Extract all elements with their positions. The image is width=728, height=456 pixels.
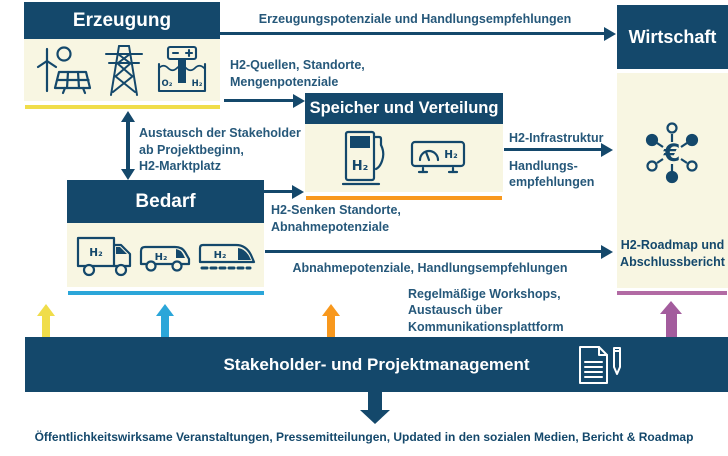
wirtschaft-box: Wirtschaft: [617, 5, 728, 69]
erzeugung-speicher-label: H2-Quellen, Standorte, Mengenpotenziale: [230, 58, 365, 89]
stakeholder-down-arrow: [368, 392, 382, 410]
h2-label: H₂: [89, 247, 103, 259]
erzeugung-speicher-arrow: [224, 99, 294, 102]
o2-label: O₂: [162, 79, 173, 89]
arrow-head-right-icon: [604, 26, 616, 41]
h2-train-icon: H₂: [198, 243, 255, 270]
stakeholder-bar: Stakeholder- und Projektmanagement: [25, 337, 728, 392]
erzeugung-title: Erzeugung: [72, 9, 172, 31]
electrolysis-icon: O₂ H₂: [157, 45, 207, 93]
bedarf-underline: [68, 291, 264, 295]
bedarf-speicher-label: H2-Senken Standorte, Abnahmepotenziale: [271, 203, 401, 234]
erzeugung-underline: [25, 105, 220, 109]
speicher-box: Speicher und Verteilung: [305, 93, 503, 124]
document-pencil-icon: [579, 346, 621, 384]
wind-turbine-solar-icon: [36, 46, 92, 95]
power-pylon-icon: [105, 45, 143, 96]
orange-up-arrow-head-icon: [322, 304, 340, 316]
arrow-head-right-icon: [601, 142, 613, 157]
arrow-head-right-icon: [293, 93, 305, 108]
bedarf-box: Bedarf: [67, 180, 264, 223]
bedarf-wirtschaft-arrow: [265, 250, 602, 253]
bedarf-wirtschaft-label: Abnahmepotenziale, Handlungsempfehlungen: [292, 261, 568, 275]
erzeugung-icon-panel: O₂ H₂: [24, 39, 220, 101]
euro-glyph: €: [663, 139, 681, 167]
stakeholder-title: Stakeholder- und Projektmanagement: [223, 354, 530, 374]
cyan-up-arrow-head-icon: [156, 304, 174, 316]
erzeugung-box: Erzeugung: [24, 2, 220, 39]
bedarf-icon-panel: H₂ H₂ H₂: [67, 223, 264, 287]
yellow-up-arrow-head-icon: [37, 304, 55, 316]
arrow-head-up-icon: [121, 111, 135, 122]
workshops-label: Regelmäßige Workshops, Austausch über Ko…: [408, 287, 564, 334]
erzeugung-wirtschaft-arrow: [220, 32, 604, 35]
h2-label: H₂: [213, 250, 226, 261]
speicher-underline: [306, 196, 502, 200]
h2-van-icon: H₂: [139, 245, 190, 272]
bedarf-speicher-arrow: [264, 190, 293, 193]
h2-gauge-icon: H₂: [410, 140, 466, 174]
speicher-icon-panel: H₂ H₂: [305, 124, 503, 192]
cyan-up-arrow: [161, 316, 169, 338]
h2-label: H₂: [352, 159, 369, 174]
orange-up-arrow: [327, 316, 335, 338]
arrow-head-right-icon: [601, 244, 613, 259]
arrow-head-down-icon: [121, 169, 135, 180]
erzeugung-bedarf-label: Austausch der Stakeholder ab Projektbegi…: [139, 126, 301, 173]
bedarf-title: Bedarf: [135, 190, 196, 212]
yellow-up-arrow: [42, 316, 50, 338]
h2-label: H₂: [192, 79, 203, 89]
wirtschaft-title: Wirtschaft: [628, 26, 717, 47]
purple-up-arrow-head-icon: [660, 301, 682, 314]
speicher-title: Speicher und Verteilung: [309, 99, 499, 117]
down-arrow-head-icon: [360, 410, 390, 424]
purple-up-arrow: [666, 314, 677, 338]
erzeugung-wirtschaft-label: Erzeugungspotenziale und Handlungsempfeh…: [258, 12, 572, 26]
h2-label: H₂: [154, 252, 167, 263]
speicher-wirtschaft-arrow: [504, 148, 602, 151]
euro-network-icon: €: [645, 122, 699, 184]
roadmap-label: H2-Roadmap und Abschlussbericht: [620, 238, 725, 269]
erzeugung-bedarf-arrow: [126, 120, 130, 171]
h2-truck-icon: H₂: [76, 236, 131, 277]
arrow-head-right-icon: [292, 184, 304, 199]
wirtschaft-underline: [617, 291, 727, 295]
speicher-wirtschaft-label-bottom: Handlungs- empfehlungen: [509, 159, 595, 189]
h2-label: H₂: [444, 149, 458, 161]
public-outreach-label: Öffentlichkeitswirksame Veranstaltungen,…: [34, 430, 694, 444]
h2-fuel-pump-icon: H₂: [342, 130, 385, 186]
speicher-wirtschaft-label-top: H2-Infrastruktur: [509, 131, 604, 145]
